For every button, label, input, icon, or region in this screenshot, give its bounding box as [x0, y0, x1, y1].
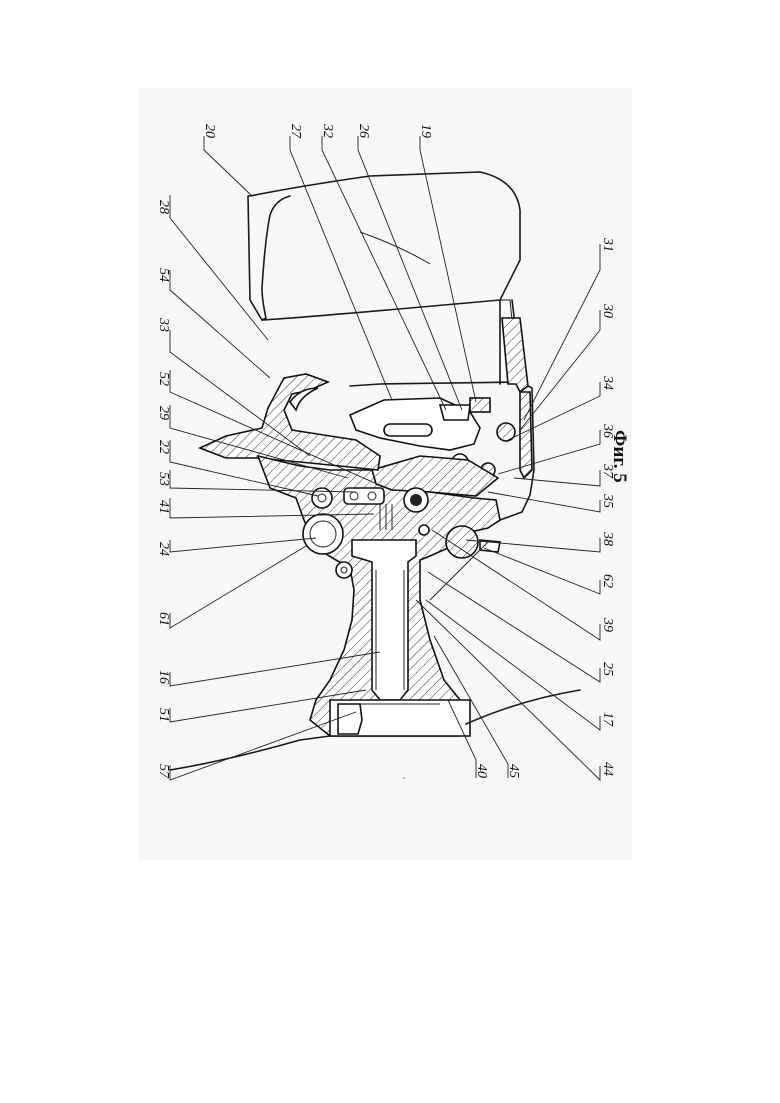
stray-dot	[403, 777, 405, 779]
callout-51: 51	[156, 708, 171, 722]
callout-16: 16	[156, 670, 171, 684]
callout-25: 25	[600, 662, 615, 676]
figure-caption: Фиг. 5	[609, 430, 630, 483]
callout-53: 53	[156, 472, 171, 486]
callout-38: 38	[600, 531, 615, 546]
callouts-top: 20 27 32 26 19	[202, 123, 433, 139]
callout-35: 35	[600, 493, 615, 508]
callouts-right: 31 30 34 36 37 35 38 62 39 25 17 44	[600, 237, 615, 776]
callout-33: 33	[156, 317, 171, 332]
stock-part	[248, 172, 520, 320]
callout-22: 22	[156, 440, 171, 454]
callout-44: 44	[600, 762, 615, 776]
callouts-bottom: 40 45	[474, 764, 521, 778]
callout-30: 30	[600, 303, 615, 318]
callout-41: 41	[156, 500, 171, 514]
callout-26: 26	[356, 124, 371, 138]
callout-17: 17	[600, 712, 615, 727]
callout-61: 61	[156, 612, 171, 626]
callout-20: 20	[202, 124, 217, 138]
callout-57: 57	[156, 764, 171, 779]
callout-52: 52	[156, 372, 171, 386]
callout-27: 27	[288, 124, 303, 139]
callout-28: 28	[156, 200, 171, 214]
callout-24: 24	[156, 542, 171, 556]
callout-40: 40	[474, 764, 489, 778]
callouts-left: 28 54 33 52 29 22 53 41 24 61 16 51 57	[156, 200, 171, 779]
callout-29: 29	[156, 406, 171, 420]
callout-32: 32	[320, 123, 335, 138]
callout-19: 19	[418, 124, 433, 138]
callout-54: 54	[156, 268, 171, 282]
callout-62: 62	[600, 574, 615, 588]
callout-39: 39	[600, 617, 615, 632]
callout-31: 31	[600, 237, 615, 252]
callout-45: 45	[506, 764, 521, 778]
callout-34: 34	[600, 375, 615, 390]
